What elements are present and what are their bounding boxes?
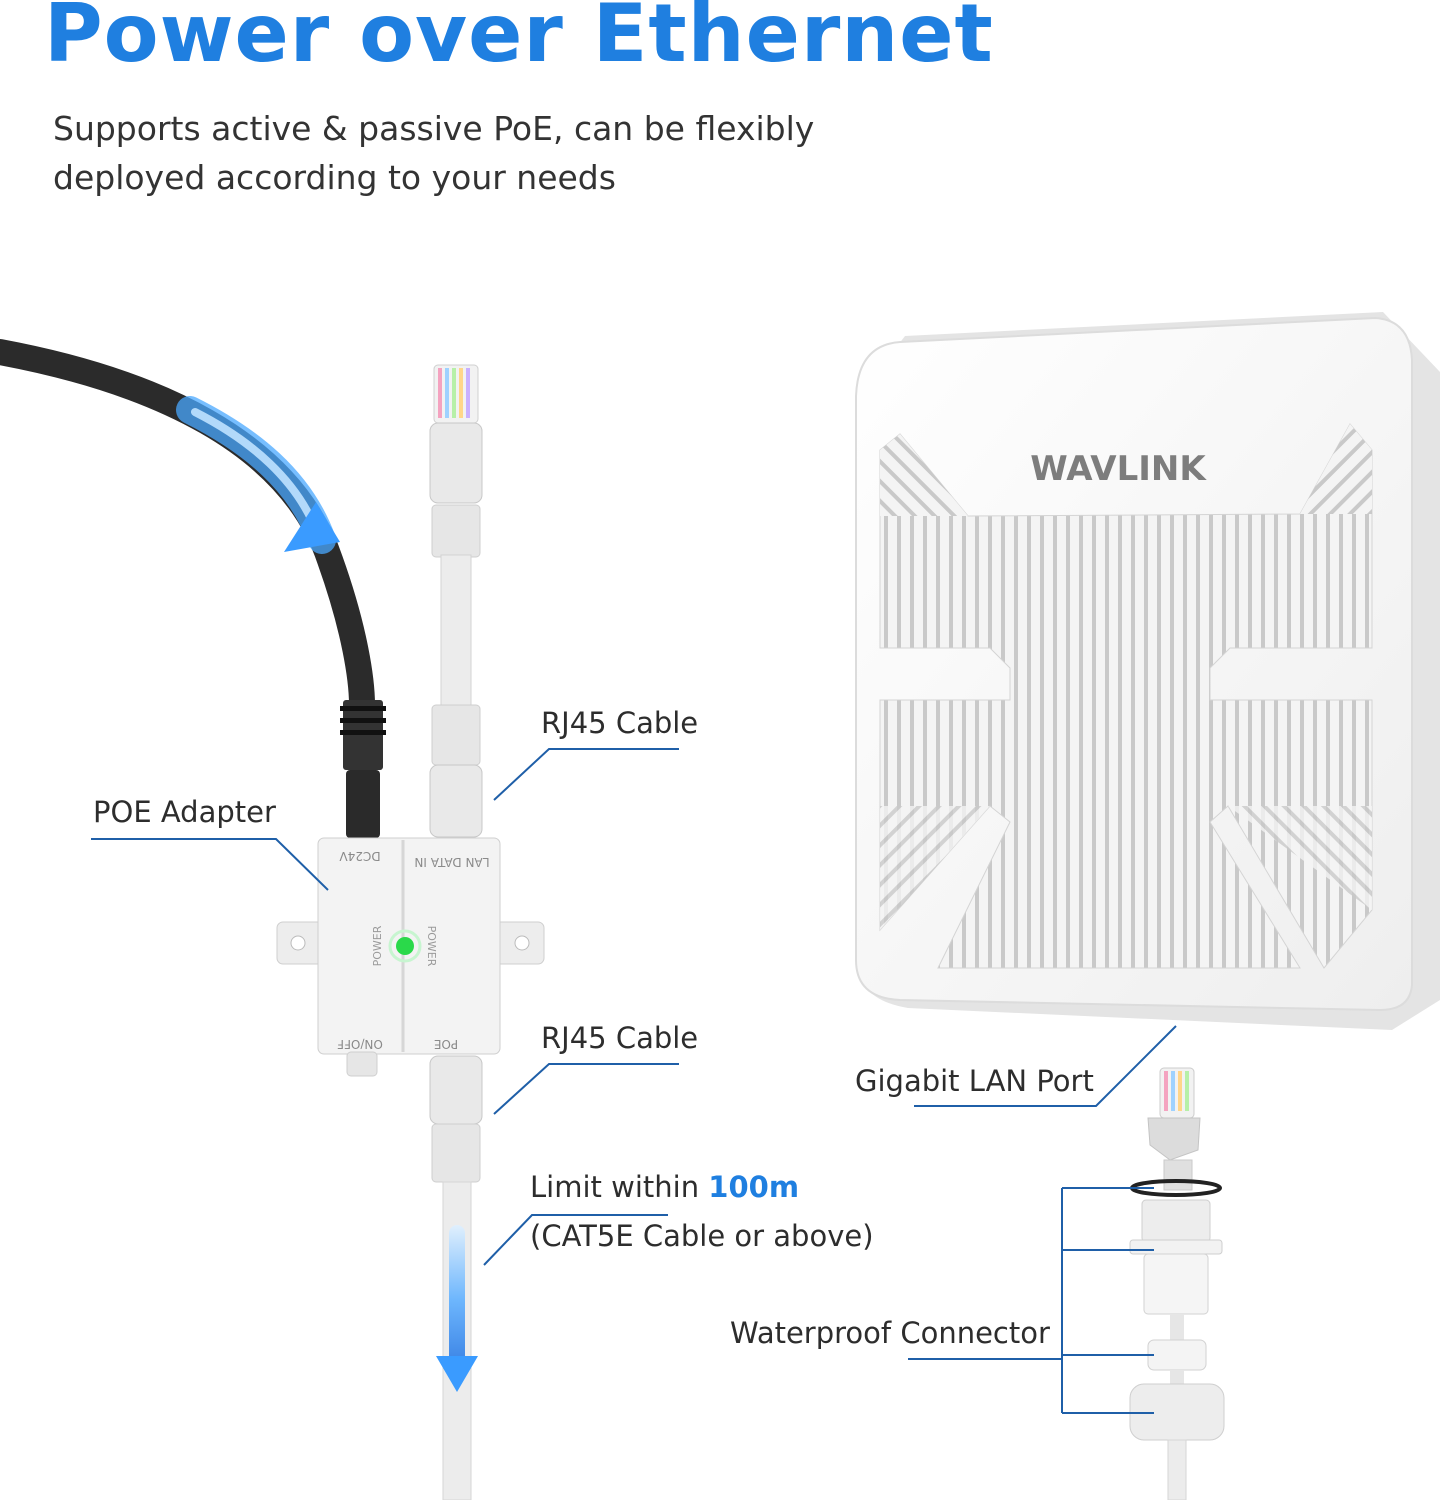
brand-logo: WAVLINK: [1030, 449, 1207, 489]
data-flow-arrow-icon: [436, 1356, 478, 1392]
leader-poe-adapter: [91, 838, 329, 891]
rj45-cable-bottom: [429, 1055, 483, 1500]
port-poe-label: POE: [434, 1037, 458, 1051]
leader-rj45-top: [493, 748, 679, 801]
leader-limit: [483, 1214, 668, 1266]
label-gigabit-port: Gigabit LAN Port: [855, 1064, 1094, 1098]
waterproof-connector-assembly: [1129, 1067, 1225, 1500]
limit-value: 100m: [708, 1170, 800, 1204]
power-flow-arrow-icon: [284, 502, 340, 552]
power-led-icon: [396, 937, 414, 955]
page-title: Power over Ethernet: [44, 0, 994, 80]
leader-gigabit-port: [914, 1025, 1177, 1107]
label-rj45-top: RJ45 Cable: [541, 706, 699, 740]
port-onoff-label: ON/OFF: [337, 1037, 383, 1051]
label-rj45-bottom: RJ45 Cable: [541, 1021, 699, 1055]
poe-adapter-device: DC24V LAN DATA IN ON/OFF POE POWER POWER: [276, 837, 545, 1077]
label-waterproof: Waterproof Connector: [730, 1316, 1050, 1350]
port-dc-label: DC24V: [339, 849, 381, 863]
power-label-right: POWER: [425, 926, 438, 967]
leader-lines: [91, 748, 1177, 1414]
label-limit-note: (CAT5E Cable or above): [530, 1219, 874, 1253]
rj45-cable-top: [429, 364, 483, 838]
label-poe-adapter: POE Adapter: [93, 795, 276, 829]
port-lan-label: LAN DATA IN: [414, 855, 489, 869]
dc-power-cable: [0, 339, 386, 838]
page-subtitle: Supports active & passive PoE, can be fl…: [53, 109, 815, 197]
label-limit: Limit within 100m: [530, 1170, 799, 1204]
limit-prefix: Limit within: [530, 1170, 700, 1204]
leader-rj45-bottom: [493, 1063, 679, 1115]
wavlink-access-point: WAVLINK: [855, 312, 1440, 1030]
power-label-left: POWER: [371, 925, 384, 966]
